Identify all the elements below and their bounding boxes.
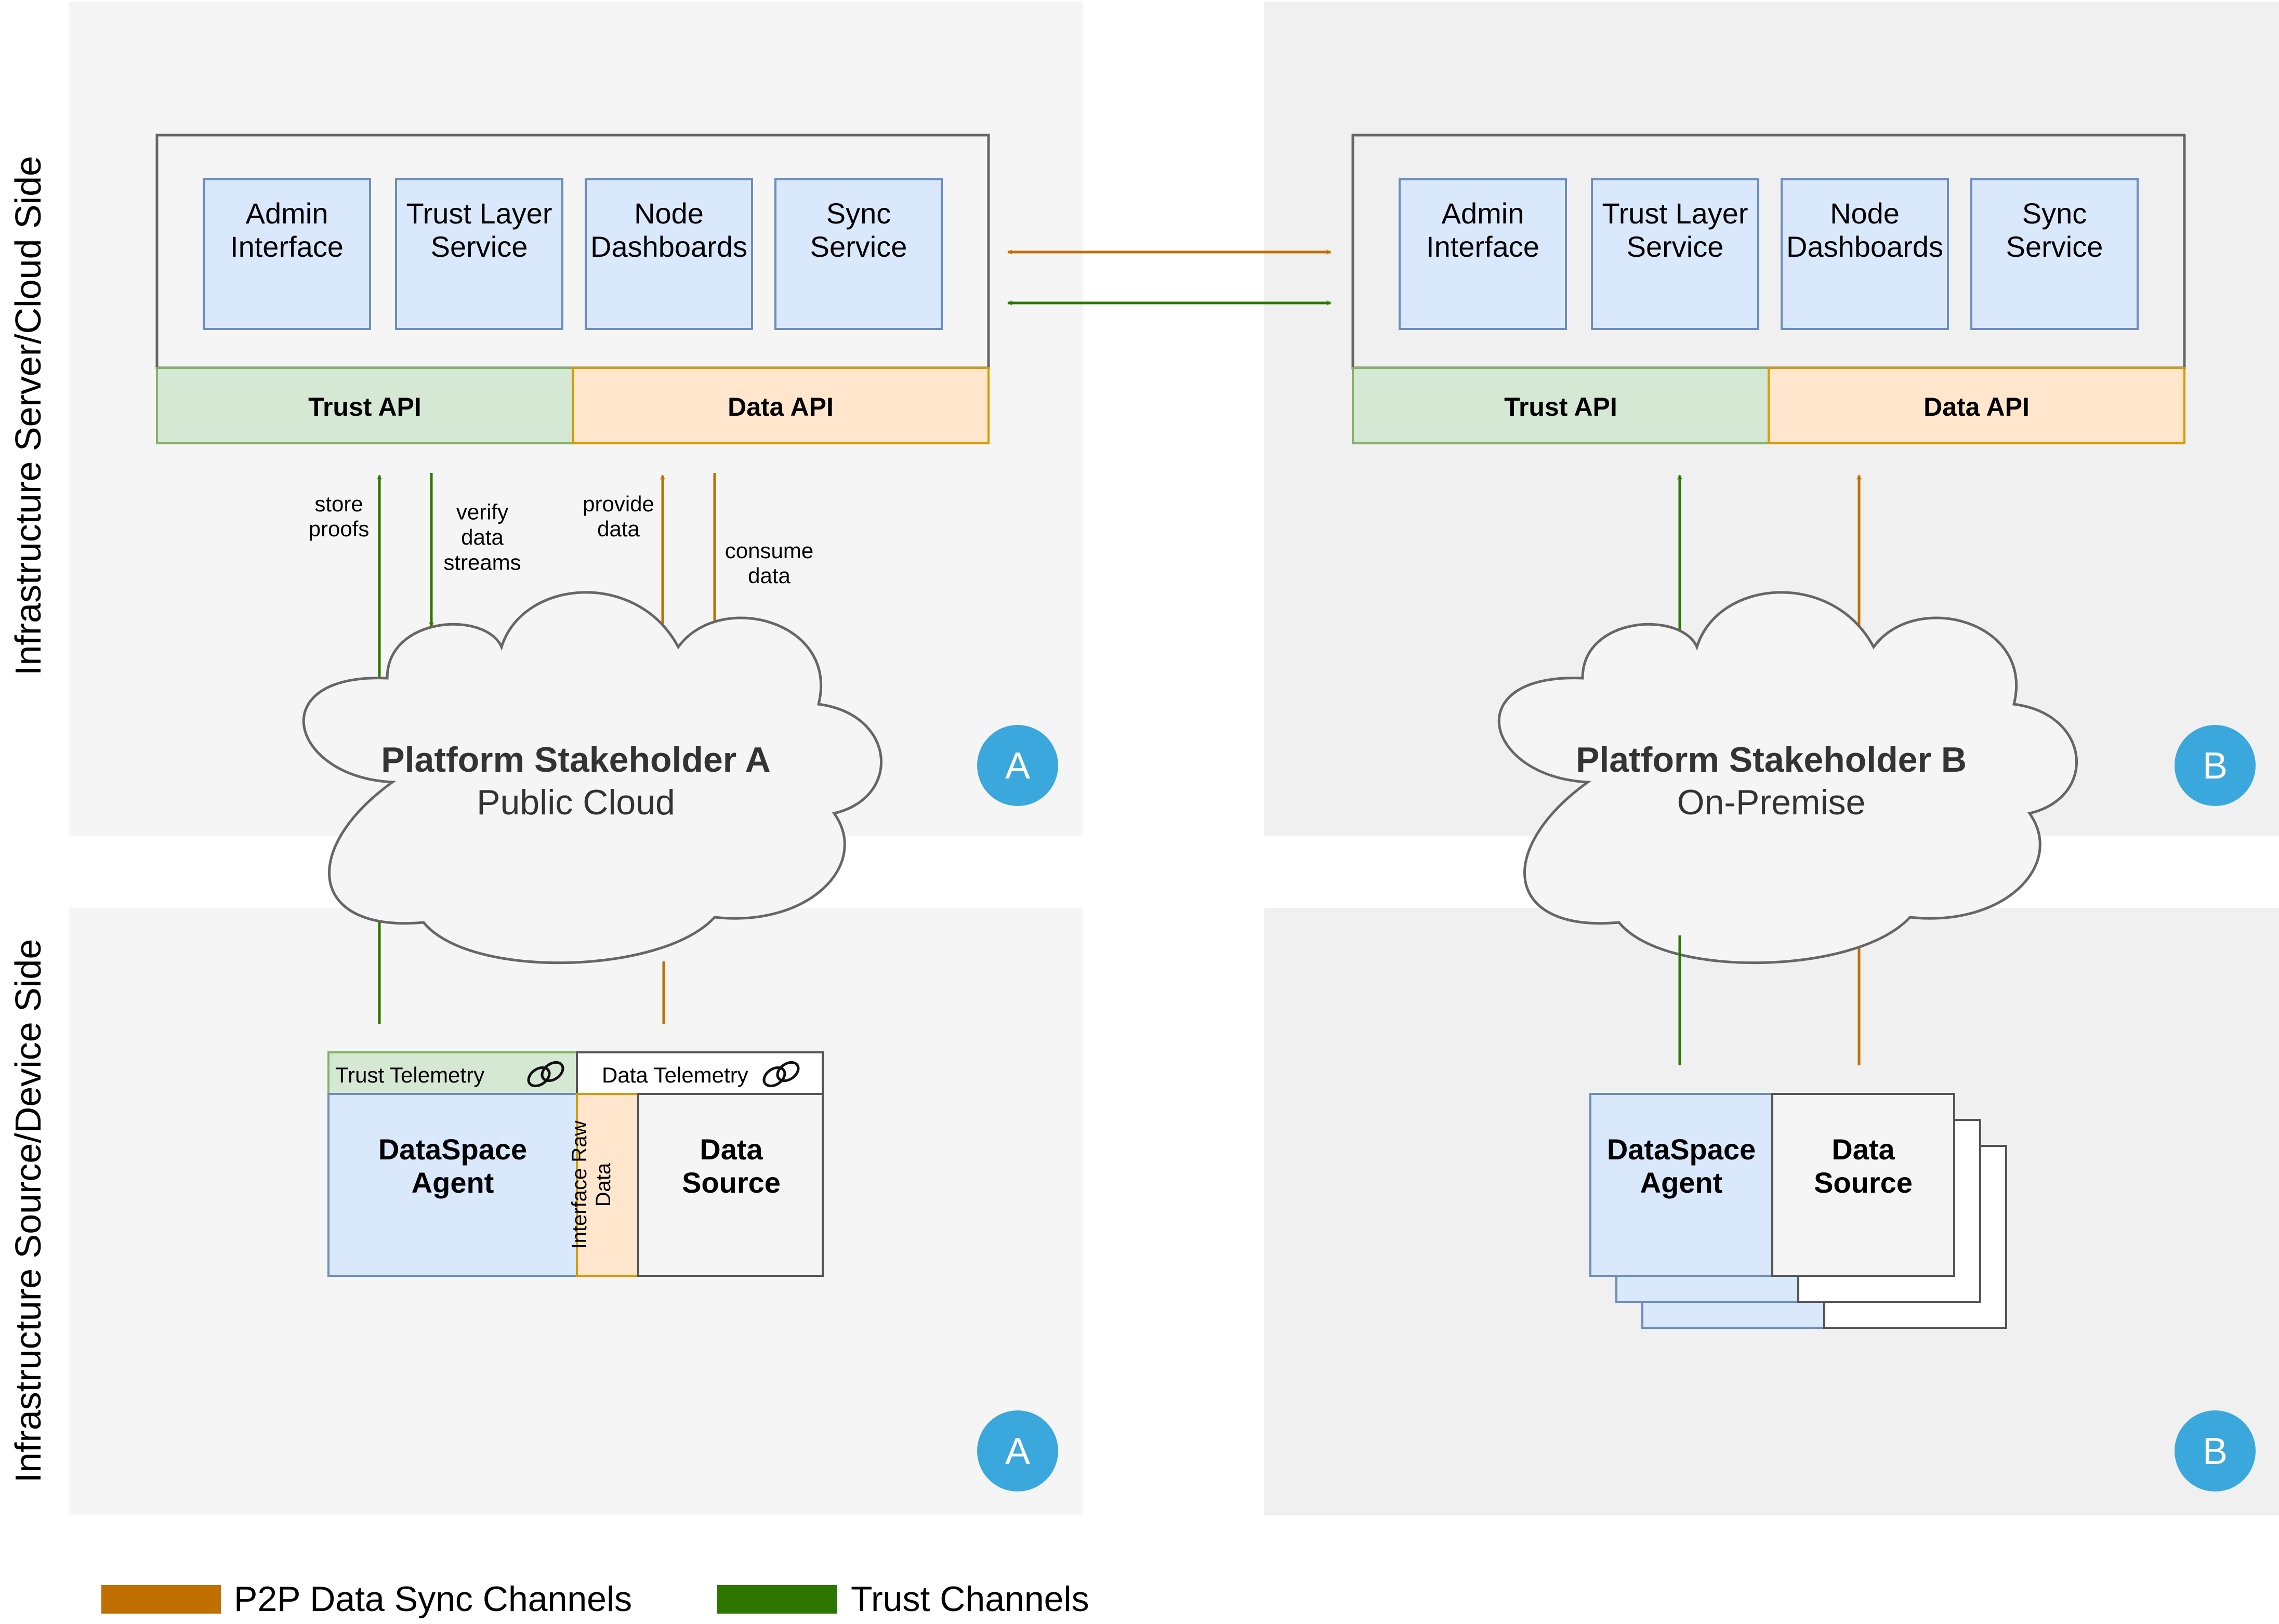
trust-api-b-label: Trust API [1504,392,1617,421]
device-a: Trust Telemetry Data Telemetry DataSpace… [327,1051,824,1277]
legend-p2p-label: P2P Data Sync Channels [234,1579,632,1619]
interface-raw-data-label: Interface RawData [568,1121,615,1249]
data-api-b-label: Data API [1924,392,2030,421]
cloud-a-title: Platform Stakeholder A [381,740,770,780]
trust-api-a [156,367,574,444]
data-source-a [637,1093,824,1277]
legend-trust-swatch [717,1585,837,1614]
data-api-b [1768,367,2185,444]
server-side-label: Infrastructure Server/Cloud Side [8,156,48,676]
link-icon [762,1061,800,1088]
cloud-b-subtitle: On-Premise [1677,783,1866,822]
cloud-a-subtitle: Public Cloud [477,783,675,822]
cloud-a [302,591,882,965]
badge-a-server: A [977,725,1058,806]
data-api-a-label: Data API [728,392,834,421]
badge-letter: B [2203,1431,2228,1472]
badge-letter: A [1005,745,1030,787]
badge-b-device: B [2175,1410,2256,1491]
badge-letter: A [1005,1431,1030,1472]
legend-p2p-swatch [101,1585,221,1614]
legend: P2P Data Sync Channels Trust Channels [101,1579,1089,1619]
badge-b-server: B [2175,725,2256,806]
badge-letter: B [2203,745,2228,787]
trust-api-b [1352,367,1770,444]
trust-api-a-label: Trust API [308,392,421,421]
data-telemetry-bar [576,1051,824,1095]
cloud-b-title: Platform Stakeholder B [1576,740,1967,780]
legend-trust-label: Trust Channels [851,1579,1089,1619]
trust-telemetry-label: Trust Telemetry [335,1063,484,1087]
data-api-a [572,367,990,444]
data-telemetry-label: Data Telemetry [602,1063,748,1087]
dataspace-agent-a [327,1093,578,1277]
dataspace-agent-b [1589,1093,1773,1277]
device-side-label: Infrastructure Source/Device Side [8,939,48,1483]
data-source-b [1771,1093,1955,1277]
cloud-b [1497,591,2078,965]
badge-a-device: A [977,1410,1058,1491]
link-icon [527,1061,564,1088]
